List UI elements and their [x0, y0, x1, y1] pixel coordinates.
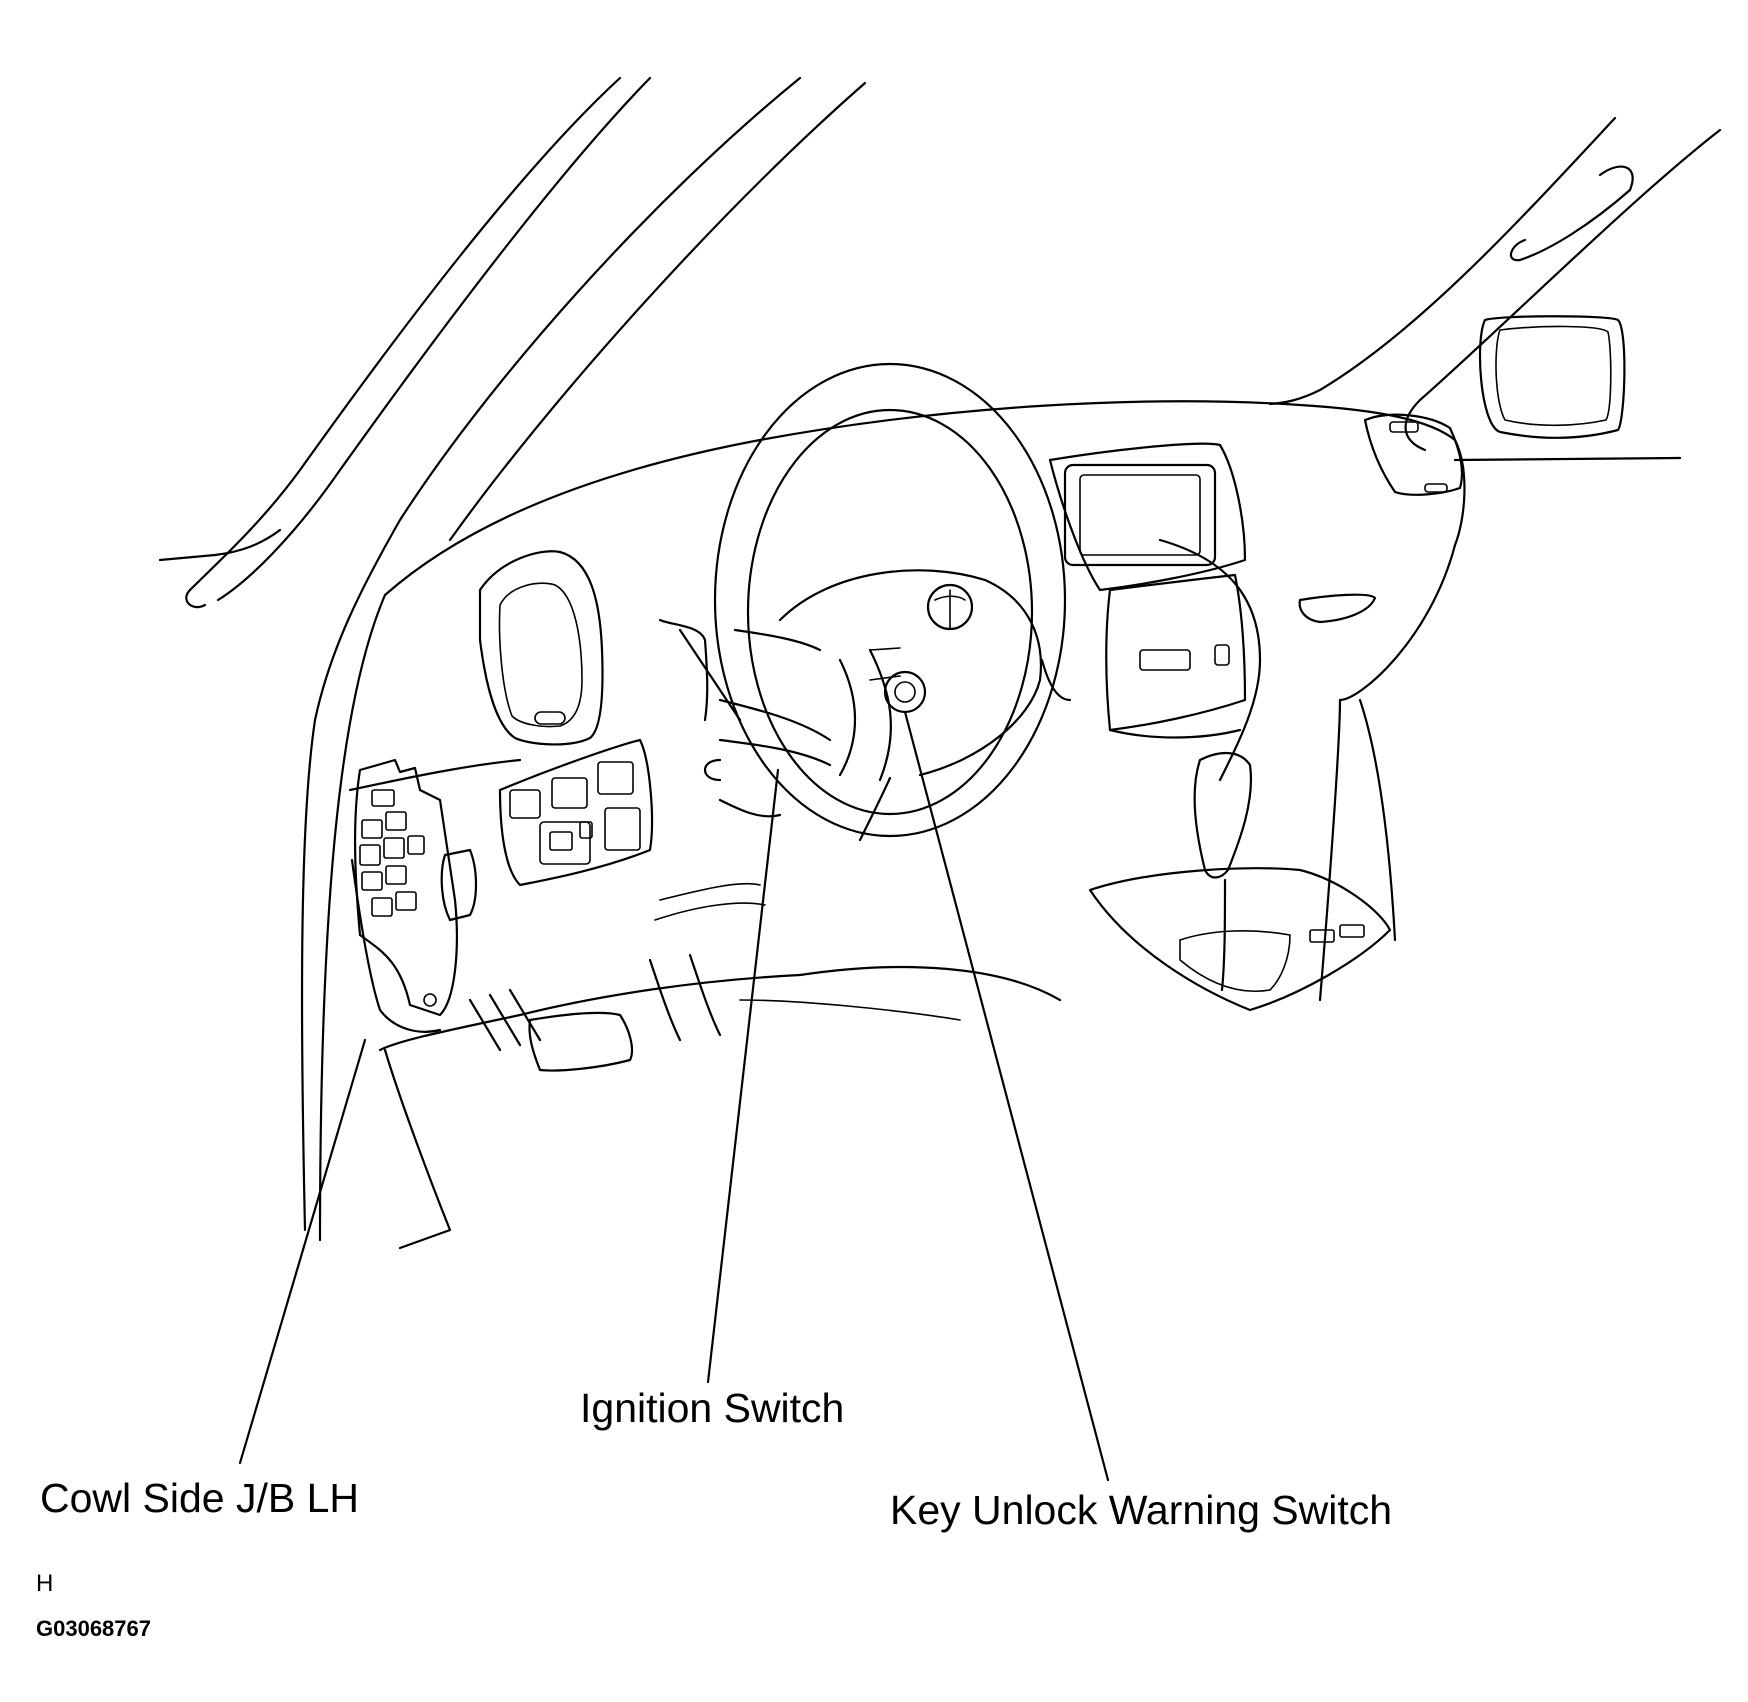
left-air-vent [478, 550, 604, 746]
shift-lever-console [1088, 752, 1392, 1012]
label-cowl-side-jb: Cowl Side J/B LH [40, 1475, 360, 1521]
footer-marker: H [36, 1570, 54, 1597]
steering-wheel [713, 362, 1072, 842]
right-air-vent [1363, 413, 1464, 496]
pedals [468, 953, 961, 1072]
leader-ignition-switch [706, 768, 780, 1384]
label-ignition-switch: Ignition Switch [580, 1385, 845, 1431]
left-switch-panel [498, 738, 766, 921]
leader-key-unlock-switch [903, 710, 1110, 1482]
steering-column [658, 618, 927, 818]
dashboard [348, 400, 1466, 1250]
right-windshield [1268, 116, 1722, 462]
cowl-side-junction-block [350, 758, 478, 1033]
leader-cowl-side-jb [238, 1038, 367, 1465]
leader-lines [238, 710, 1110, 1482]
a-pillar [158, 76, 867, 1242]
figure-id: G03068767 [36, 1616, 151, 1641]
label-key-unlock-warning-switch: Key Unlock Warning Switch [890, 1487, 1393, 1533]
glovebox [1298, 593, 1377, 624]
center-stack [1048, 442, 1247, 739]
